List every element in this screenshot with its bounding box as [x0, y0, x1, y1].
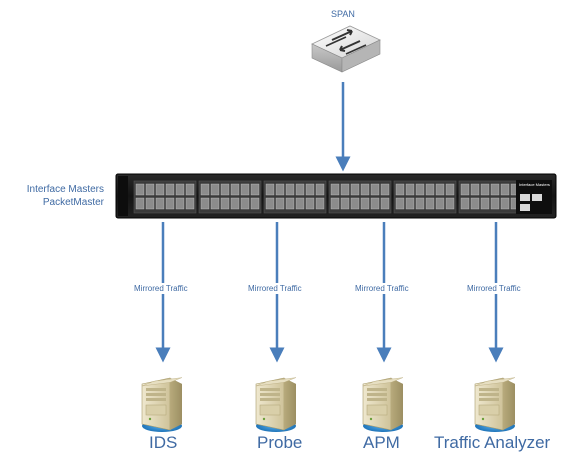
sfp-port	[490, 197, 500, 210]
sfp-port	[350, 197, 360, 210]
device-label-probe: Probe	[257, 433, 303, 452]
sfp-port	[185, 183, 195, 196]
sfp-port	[490, 183, 500, 196]
sfp-port	[285, 197, 295, 210]
server-tower-icon	[474, 377, 516, 433]
sfp-port	[265, 183, 275, 196]
mirrored-traffic-label-apm: Mirrored Traffic	[355, 284, 409, 293]
sfp-port	[380, 183, 390, 196]
sfp-port	[380, 197, 390, 210]
sfp-port	[360, 183, 370, 196]
mirrored-traffic-label-ids: Mirrored Traffic	[134, 284, 188, 293]
sfp-port	[370, 197, 380, 210]
sfp-port	[305, 183, 315, 196]
sfp-port	[340, 197, 350, 210]
brand-badge: Interface Masters	[519, 182, 550, 187]
sfp-port	[500, 183, 510, 196]
sfp-port	[340, 183, 350, 196]
sfp-port	[185, 197, 195, 210]
sfp-port	[285, 183, 295, 196]
sfp-port	[395, 183, 405, 196]
port-group	[133, 180, 197, 214]
sfp-port	[295, 197, 305, 210]
sfp-port	[405, 183, 415, 196]
sfp-port	[425, 197, 435, 210]
server-tower-icon	[362, 377, 404, 433]
sfp-port	[200, 183, 210, 196]
packetmaster-label-line2: PacketMaster	[42, 197, 104, 208]
packetmaster-label-line1: Interface Masters	[26, 184, 104, 195]
network-switch-icon	[311, 25, 381, 73]
sfp-port	[305, 197, 315, 210]
sfp-port	[415, 183, 425, 196]
sfp-port	[275, 197, 285, 210]
sfp-port	[220, 183, 230, 196]
sfp-port	[445, 197, 455, 210]
sfp-port	[250, 183, 260, 196]
packetmaster-label: Interface Masters PacketMaster	[8, 183, 104, 209]
span-label: SPAN	[331, 9, 355, 19]
sfp-port	[460, 183, 470, 196]
sfp-port	[295, 183, 305, 196]
port-group	[198, 180, 262, 214]
sfp-port	[145, 183, 155, 196]
sfp-port	[275, 183, 285, 196]
sfp-port	[135, 183, 145, 196]
sfp-port	[360, 197, 370, 210]
sfp-port	[460, 197, 470, 210]
sfp-port	[220, 197, 230, 210]
sfp-port	[145, 197, 155, 210]
sfp-port	[240, 183, 250, 196]
sfp-port	[155, 183, 165, 196]
sfp-port	[330, 197, 340, 210]
sfp-port	[250, 197, 260, 210]
sfp-port	[240, 197, 250, 210]
sfp-port	[315, 197, 325, 210]
server-tower-icon	[255, 377, 297, 433]
sfp-port	[405, 197, 415, 210]
server-tower-icon	[141, 377, 183, 433]
sfp-port	[165, 197, 175, 210]
sfp-port	[470, 183, 480, 196]
sfp-port	[210, 197, 220, 210]
sfp-port	[445, 183, 455, 196]
sfp-port	[415, 197, 425, 210]
device-label-apm: APM	[363, 433, 400, 452]
device-label-traffic-analyzer: Traffic Analyzer	[434, 433, 551, 452]
sfp-port	[200, 197, 210, 210]
sfp-port	[165, 183, 175, 196]
sfp-port	[480, 197, 490, 210]
sfp-port	[265, 197, 275, 210]
mirrored-traffic-label-probe: Mirrored Traffic	[248, 284, 302, 293]
packetmaster-appliance	[115, 173, 557, 219]
port-group	[328, 180, 392, 214]
sfp-port	[500, 197, 510, 210]
sfp-port	[470, 197, 480, 210]
sfp-port	[175, 183, 185, 196]
sfp-port	[350, 183, 360, 196]
port-group	[393, 180, 457, 214]
device-label-ids: IDS	[149, 433, 178, 452]
sfp-port	[155, 197, 165, 210]
mirrored-traffic-label-traffic-analyzer: Mirrored Traffic	[467, 284, 521, 293]
sfp-port	[435, 197, 445, 210]
sfp-port	[330, 183, 340, 196]
sfp-port	[395, 197, 405, 210]
sfp-port	[230, 183, 240, 196]
sfp-port	[210, 183, 220, 196]
port-group	[458, 180, 522, 214]
sfp-port	[315, 183, 325, 196]
sfp-port	[135, 197, 145, 210]
sfp-port	[175, 197, 185, 210]
sfp-port	[425, 183, 435, 196]
port-group	[263, 180, 327, 214]
sfp-port	[480, 183, 490, 196]
sfp-port	[370, 183, 380, 196]
sfp-port	[230, 197, 240, 210]
sfp-port	[435, 183, 445, 196]
